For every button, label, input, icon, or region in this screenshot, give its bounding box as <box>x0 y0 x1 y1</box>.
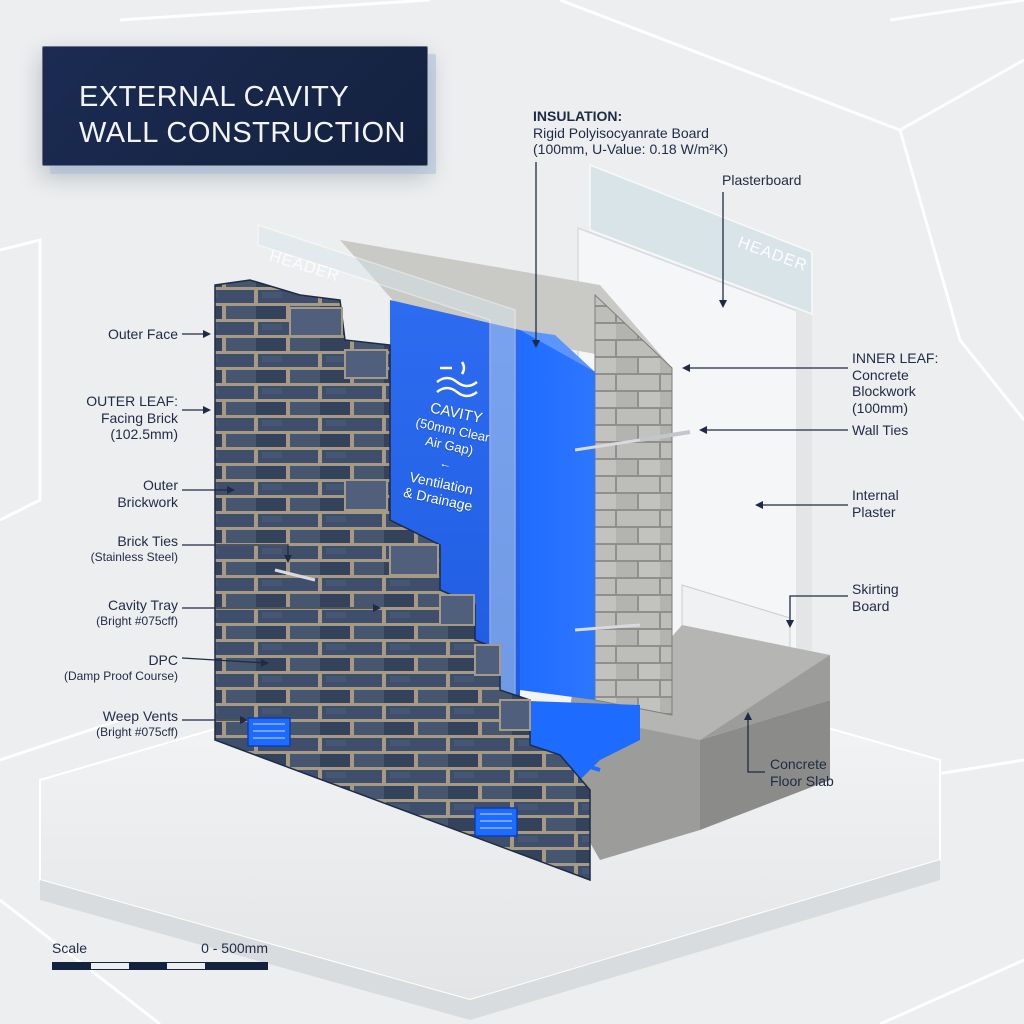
scale-range: 0 - 500mm <box>201 940 268 956</box>
label-concrete-floor-slab: Concrete Floor Slab <box>770 756 834 789</box>
label-wall-ties-text: Wall Ties <box>852 422 909 438</box>
wall-ties <box>639 430 691 442</box>
label-outer-leaf: OUTER LEAF: Facing Brick (102.5mm) <box>86 393 178 443</box>
label-dpc: DPC (Damp Proof Course) <box>64 652 178 683</box>
title-line-2: WALL CONSTRUCTION <box>79 117 406 149</box>
label-outer-leaf-line-1: OUTER LEAF: <box>86 393 178 409</box>
label-outer-face-text: Outer Face <box>107 326 178 342</box>
label-outer-brickwork-line-1: Outer <box>142 477 178 493</box>
scale-bar: Scale 0 - 500mm <box>52 940 268 974</box>
label-inner-leaf-line-1: INNER LEAF: <box>852 350 939 366</box>
label-weep-vents-line-1: Weep Vents <box>102 708 178 724</box>
inner-leaf-top <box>340 240 672 368</box>
insulation-board <box>520 330 595 700</box>
label-skirting-board-line-2: Board <box>852 597 890 614</box>
inner-leaf-face <box>594 293 673 716</box>
title-line-1: EXTERNAL CAVITY <box>79 81 350 113</box>
label-internal-plaster: Internal Plaster <box>852 487 899 520</box>
label-outer-brickwork-line-2: Brickwork <box>117 493 178 510</box>
brick-steps <box>289 307 531 731</box>
label-dpc-line-2: (Damp Proof Course) <box>63 668 178 683</box>
label-brick-ties-line-1: Brick Ties <box>117 533 178 549</box>
label-internal-plaster-line-2: Plaster <box>852 503 896 520</box>
label-inner-leaf-line-3: Blockwork <box>852 383 916 400</box>
label-inner-leaf: INNER LEAF: Concrete Blockwork (100mm) <box>852 350 938 416</box>
label-brick-ties: Brick Ties (Stainless Steel) <box>91 533 178 564</box>
label-internal-plaster-line-1: Internal <box>852 487 899 503</box>
weep-vent-slots <box>253 723 512 829</box>
label-insulation-title: INSULATION: <box>533 108 623 124</box>
base-plinth-front <box>40 860 940 1020</box>
label-outer-leaf-line-3: (102.5mm) <box>110 426 178 443</box>
label-plasterboard: Plasterboard <box>722 172 801 189</box>
label-cavity-tray: Cavity Tray (Bright #075cff) <box>96 597 178 628</box>
label-outer-brickwork: Outer Brickwork <box>117 477 178 510</box>
label-cavity-tray-line-2: (Bright #075cff) <box>96 613 178 628</box>
label-plasterboard-text: Plasterboard <box>722 172 802 188</box>
label-weep-vents: Weep Vents (Bright #075cff) <box>96 708 178 739</box>
label-skirting-board-line-1: Skirting <box>852 581 899 597</box>
label-floor-slab-line-1: Concrete <box>770 756 827 772</box>
label-insulation: INSULATION: Rigid Polyisocyanrate Board … <box>533 108 728 158</box>
label-outer-face: Outer Face <box>108 326 178 343</box>
label-insulation-line-2: (100mm, U-Value: 0.18 W/m²K) <box>533 141 729 158</box>
label-insulation-line-1: Rigid Polyisocyanrate Board <box>533 124 709 141</box>
glass-pane-right <box>589 163 813 316</box>
label-dpc-line-1: DPC <box>148 652 178 668</box>
label-brick-ties-line-2: (Stainless Steel) <box>90 549 178 564</box>
weep-vent-right <box>474 807 518 837</box>
label-inner-leaf-line-4: (100mm) <box>852 399 909 416</box>
label-skirting-board: Skirting Board <box>852 581 899 614</box>
label-inner-leaf-line-2: Concrete <box>852 366 909 383</box>
leader-lines <box>181 162 848 773</box>
scale-segment <box>53 963 91 969</box>
brick-ties <box>274 438 641 632</box>
label-outer-leaf-line-2: Facing Brick <box>100 409 178 426</box>
cavity-panel-text: CAVITY (50mm Clear Air Gap) ← Ventilatio… <box>387 395 507 519</box>
label-weep-vents-line-2: (Bright #075cff) <box>96 724 178 739</box>
scale-segment <box>205 963 267 969</box>
label-floor-slab-line-2: Floor Slab <box>770 772 834 789</box>
scale-label: Scale <box>52 940 88 956</box>
airflow-icon <box>436 361 478 398</box>
label-wall-ties: Wall Ties <box>852 422 908 439</box>
scale-bar-track <box>52 962 268 970</box>
label-cavity-tray-line-1: Cavity Tray <box>107 597 178 613</box>
plasterboard-edge <box>796 308 812 670</box>
weep-vent-left <box>247 717 291 747</box>
scale-segment <box>129 963 167 969</box>
title-card: EXTERNAL CAVITY WALL CONSTRUCTION <box>42 46 428 166</box>
leader-arrowheads <box>203 300 794 724</box>
floor-slab-side <box>700 700 830 830</box>
